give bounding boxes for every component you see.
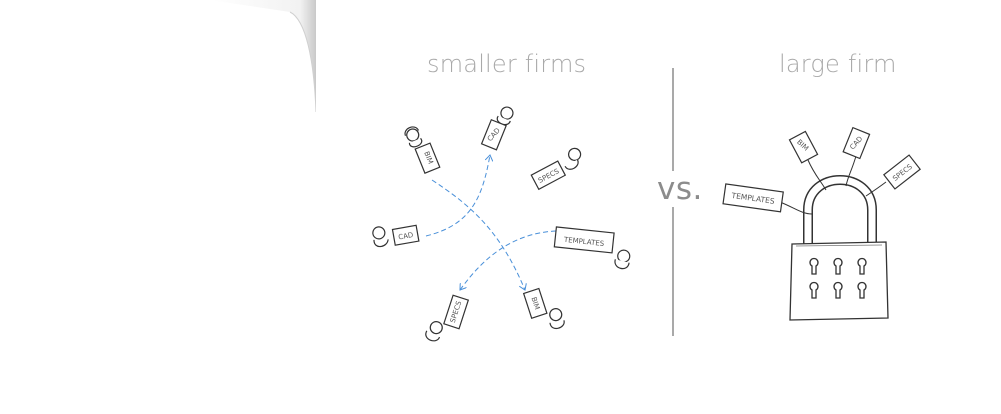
padlock <box>789 175 889 321</box>
person-with-cad-sign: CAD <box>480 106 514 151</box>
large-firm-heading: large firm <box>779 50 897 78</box>
padlock-tag-templates: TEMPLATES <box>722 183 784 213</box>
smaller-firms-heading: smaller firms <box>427 50 587 78</box>
padlock-body <box>789 241 889 321</box>
arrow-cad-to-cad <box>425 155 490 237</box>
padlock-tag-bim: BIM <box>788 130 819 164</box>
arrow-bim-to-bim <box>431 179 525 290</box>
keyholes <box>809 257 867 299</box>
person-sign-label: CAD <box>398 231 414 241</box>
page-curl-decoration <box>210 0 316 113</box>
arrow-templates-to-specs <box>460 230 557 290</box>
sharing-arrows <box>425 155 557 290</box>
person-with-bim-sign: BIM <box>522 287 565 330</box>
person-with-specs-sign: SPECS <box>425 294 470 342</box>
person-with-specs-sign: SPECS <box>530 147 582 191</box>
person-with-templates-sign: TEMPLATES <box>553 226 631 270</box>
person-with-bim-sign: BIM <box>404 126 441 174</box>
person-with-cad-sign: CAD <box>372 224 420 248</box>
person-sign-label: BIM <box>529 296 541 311</box>
padlock-tag-cad: CAD <box>842 126 871 160</box>
padlock-tag-specs: SPECS <box>883 154 921 190</box>
versus-label: vs. <box>656 171 704 207</box>
